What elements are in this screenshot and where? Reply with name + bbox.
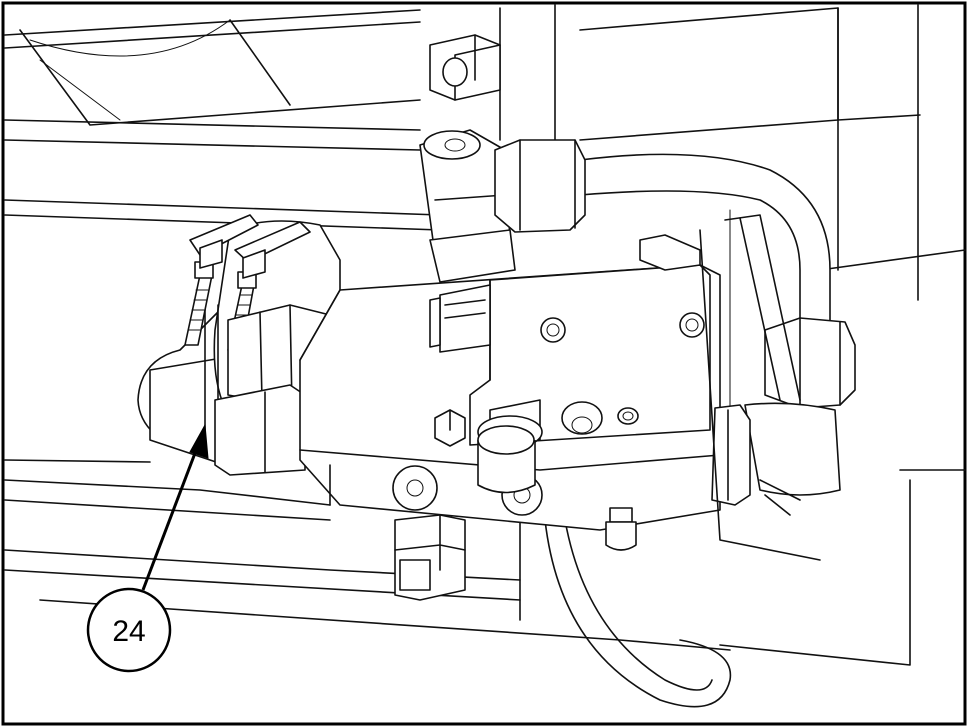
mounting-bracket-bottom	[394, 514, 466, 601]
electrical-connector	[429, 284, 491, 353]
mounting-bracket-top	[429, 34, 501, 101]
breather-plug	[605, 507, 637, 551]
top-elbow-fitting	[419, 129, 516, 283]
callout-leader	[141, 423, 209, 591]
cartridge-valve	[477, 399, 543, 494]
right-strap	[699, 214, 821, 561]
valve-manifold-block	[299, 264, 721, 531]
top-clip	[639, 234, 701, 271]
callout-label: 24	[112, 615, 145, 648]
manifold-bolt	[434, 409, 466, 447]
hose-clamp-1	[184, 214, 259, 346]
hydraulic-hose-lower	[544, 519, 732, 708]
callout-24: 24	[86, 587, 172, 673]
upper-hose-nut	[494, 139, 586, 233]
